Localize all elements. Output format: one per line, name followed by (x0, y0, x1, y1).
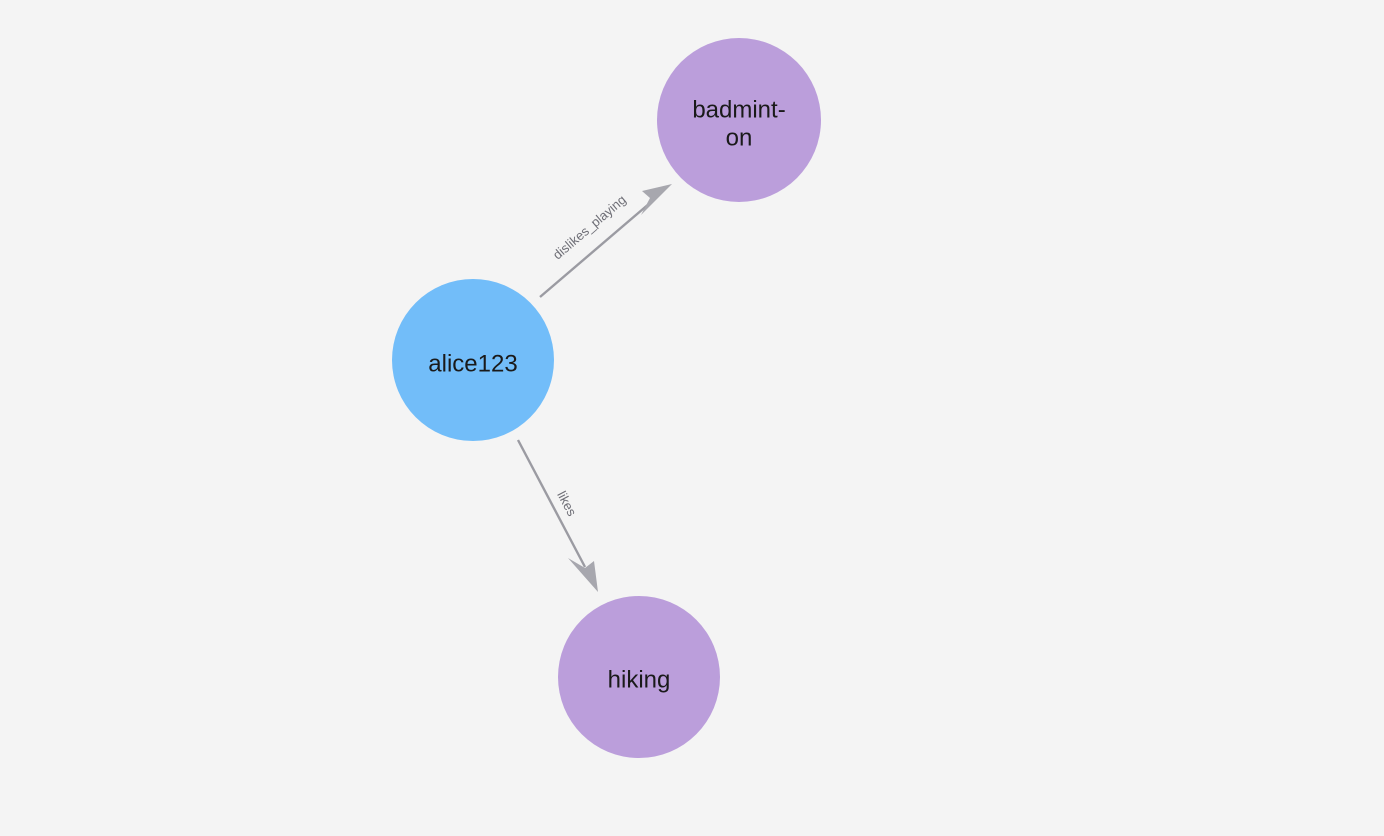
edge-likes[interactable]: likes (516, 439, 598, 592)
node-alice123[interactable]: alice123 (392, 279, 554, 441)
node-badminton[interactable]: badmint- on (657, 38, 821, 202)
node-circle-alice123[interactable] (392, 279, 554, 441)
edge-arrowhead-likes (568, 558, 598, 592)
edge-line-likes (516, 439, 587, 568)
edge-arrowhead-dislikes-playing (641, 184, 672, 215)
edge-label-dislikes-playing: dislikes_playing (550, 192, 629, 263)
node-circle-hiking[interactable] (558, 596, 720, 758)
nodes-layer: badmint- on alice123 hiking (392, 38, 821, 758)
node-hiking[interactable]: hiking (558, 596, 720, 758)
node-circle-badminton[interactable] (657, 38, 821, 202)
edge-line-dislikes-playing (539, 196, 658, 298)
edge-dislikes-playing[interactable]: dislikes_playing (539, 184, 672, 298)
